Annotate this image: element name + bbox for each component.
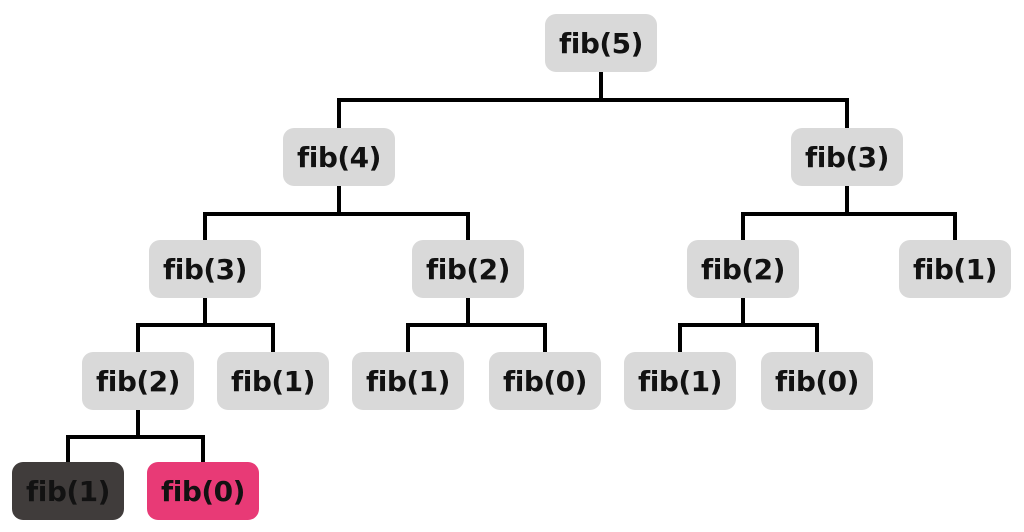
connector bbox=[136, 323, 275, 352]
node-l4-fib1-c: fib(1) bbox=[624, 352, 736, 410]
node-l3-fib2-a: fib(2) bbox=[412, 240, 524, 298]
connector bbox=[203, 212, 470, 240]
node-l2-fib3: fib(3) bbox=[791, 128, 903, 186]
node-l2-fib4: fib(4) bbox=[283, 128, 395, 186]
node-l4-fib1-a: fib(1) bbox=[217, 352, 329, 410]
connector bbox=[678, 323, 819, 352]
node-l3-fib3: fib(3) bbox=[149, 240, 261, 298]
node-l5-fib0-pink-highlight: fib(0) bbox=[147, 462, 259, 520]
node-l3-fib2-b: fib(2) bbox=[687, 240, 799, 298]
node-l4-fib1-b: fib(1) bbox=[352, 352, 464, 410]
connector bbox=[337, 98, 849, 128]
connector bbox=[66, 435, 205, 462]
node-l5-fib1-dark-highlight: fib(1) bbox=[12, 462, 124, 520]
node-l1-fib5-root: fib(5) bbox=[545, 14, 657, 72]
node-l4-fib0-b: fib(0) bbox=[761, 352, 873, 410]
node-l4-fib2: fib(2) bbox=[82, 352, 194, 410]
connector bbox=[741, 212, 957, 240]
node-l3-fib1: fib(1) bbox=[899, 240, 1011, 298]
node-l4-fib0-a: fib(0) bbox=[489, 352, 601, 410]
connector bbox=[406, 323, 547, 352]
